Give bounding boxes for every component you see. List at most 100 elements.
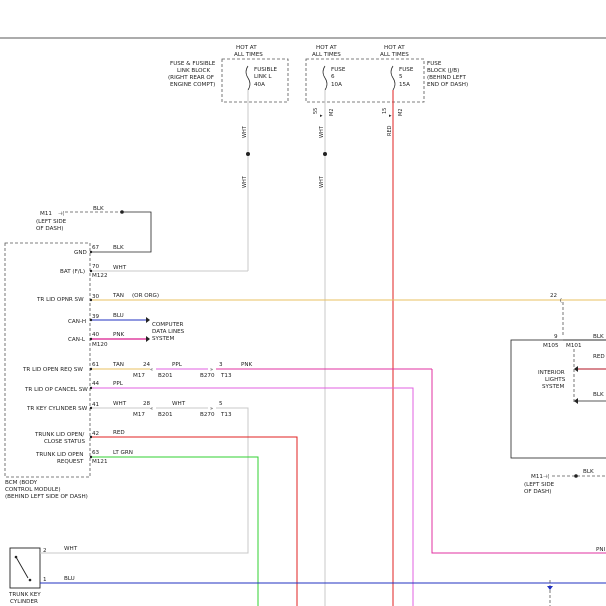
fuse6-amps: 10A (331, 82, 342, 88)
ppl-label-1: PPL (172, 362, 183, 368)
ground-m11-top: M11 (LEFT SIDE OF DASH) ⊣( BLK BLK (36, 206, 152, 253)
wht-splice-1 (246, 152, 250, 156)
conn-t13-b: T13 (220, 412, 232, 418)
fuse6-num: 6 (331, 74, 335, 80)
trunk-key-label-1: TRUNK KEY (8, 592, 41, 598)
conn-t13-a: T13 (220, 373, 232, 379)
can-l-arrow (146, 336, 150, 342)
trunk-key-pin2: 2 (43, 548, 47, 554)
conn-m101: M101 (566, 343, 582, 349)
conn-24: 24 (143, 362, 151, 368)
wht-wire-fusible: WHT WHT (92, 90, 250, 272)
pni-label: PNI (596, 547, 606, 553)
bcm-module: BCM (BODY CONTROL MODULE) (BEHIND LEFT S… (4, 242, 127, 500)
trunk-key-switch (15, 556, 29, 579)
fuse-block-loc-1: FUSE (427, 61, 442, 67)
bcm-pin-trunk-req-label2: REQUEST (57, 459, 84, 465)
wht-label-key2: WHT (172, 401, 186, 407)
fuse6-symbol (322, 65, 328, 91)
red-label-int: RED (593, 354, 605, 360)
conn-b270-a: B270 (200, 373, 215, 379)
pnk-label-can: PNK (113, 332, 125, 338)
trunk-key-box (9, 547, 41, 589)
tan-wire-opnr: TAN (OR ORG) 22 ( (92, 293, 606, 337)
bcm-pin-gnd-num: 67 (92, 245, 100, 251)
wht-label-4: WHT (319, 175, 325, 188)
conn-b201-a: B201 (158, 373, 173, 379)
bcm-pin-can-h-label: CAN-H (68, 319, 86, 325)
blu-label-can: BLU (113, 313, 124, 319)
fusible-link-loc-2: LINK BLOCK (177, 68, 210, 74)
ground-m11b-loc-1: (LEFT SIDE (524, 482, 555, 488)
fuse-block-loc-4: END OF DASH) (427, 82, 468, 88)
fuse-block-box (305, 58, 425, 103)
bcm-pin-bat-num: 70 (92, 264, 100, 270)
fusible-link-name2: LINK L (254, 74, 272, 80)
fusible-link-loc-4: ENGINE COMPT) (170, 82, 215, 88)
fuse-block-loc-3: (BEHIND LEFT (427, 75, 466, 81)
bcm-pin-trunk-req-conn: M121 (92, 459, 108, 465)
bcm-pin-key-cyl-label: TR KEY CYLINDER SW (26, 406, 88, 412)
bcm-pin-trunk-req-num: 63 (92, 450, 100, 456)
computer-data-2: DATA LINES (152, 329, 185, 335)
bcm-pin-can-h-num: 39 (92, 314, 100, 320)
bcm-pin-cancel-label: TR LID OP CANCEL SW (24, 387, 88, 393)
conn-b201-b: B201 (158, 412, 173, 418)
wht-label-3: WHT (319, 125, 325, 138)
interior-lights: 9 M105 M101 BLK INTERIOR LIGHTS SYSTEM R… (510, 334, 606, 459)
ground-m11-conn: M11 (40, 211, 52, 217)
computer-data-3: SYSTEM (152, 336, 174, 342)
fuse6-term-mark: ▸ (320, 113, 323, 119)
fuse6-name: FUSE (331, 67, 346, 73)
fuse6-term: 55 (313, 108, 319, 114)
blk-label-int2: BLK (593, 392, 604, 398)
trunk-req-wire: LT GRN (92, 450, 259, 606)
conn-b270-b: B270 (200, 412, 215, 418)
open-req-wire: TAN 24 M17 B201 « PPL 3 B270 T13 » PNK P… (92, 362, 606, 554)
ground-m11b-loc-2: OF DASH) (524, 489, 551, 495)
conn-3-mark: » (210, 367, 213, 373)
bcm-name-3: (BEHIND LEFT SIDE OF DASH) (5, 494, 88, 500)
ground-m11b-mark: ⊣( (543, 474, 549, 480)
bcm-pin-status-label2: CLOSE STATUS (44, 439, 86, 445)
wht-label-key: WHT (113, 401, 127, 407)
bcm-pin-bat-label: BAT (F/L) (60, 269, 85, 275)
conn-m105: M105 (543, 343, 559, 349)
bcm-pin-tr-lid-opnr-num: 30 (92, 294, 100, 300)
red-label-2: RED (113, 430, 125, 436)
conn-m17-a: M17 (133, 373, 145, 379)
conn-24-mark: « (150, 367, 153, 373)
conn-28-mark: « (150, 406, 153, 412)
blk-label-1: BLK (93, 206, 104, 212)
fuse-block-loc-2: BLOCK (J/B) (427, 68, 459, 74)
ground-m11-bottom: M11 (LEFT SIDE OF DASH) ⊣( BLK (524, 469, 606, 495)
conn-28: 28 (143, 401, 151, 407)
bcm-pin-cancel-num: 44 (92, 381, 100, 387)
bcm-pin-can-l-label: CAN-L (68, 337, 86, 343)
conn-3: 3 (219, 362, 223, 368)
status-wire: RED (92, 430, 298, 606)
fuse6-conn: M2 (329, 109, 335, 117)
trunk-key-cylinder: 2 1 TRUNK KEY CYLINDER BLU (8, 547, 606, 606)
wht-label-2: WHT (242, 175, 248, 188)
interior-label-3: SYSTEM (542, 384, 564, 390)
bcm-name-2: CONTROL MODULE) (5, 487, 61, 493)
blu-label-key: BLU (64, 576, 75, 582)
fuse5-num: 5 (399, 74, 403, 80)
bcm-pin-trunk-req-label: TRUNK LID OPEN (35, 452, 83, 458)
bcm-pin-can-l-num: 40 (92, 332, 100, 338)
fusible-link-name: FUSIBLE (254, 67, 277, 73)
wht-label-bat: WHT (113, 265, 127, 271)
ground-m11b-conn: M11 (531, 474, 543, 480)
bcm-pin-status-label: TRUNK LID OPEN/ (34, 432, 84, 438)
bcm-pin-open-req-label: TR LID OPEN REQ SW (22, 367, 83, 373)
interior-label-2: LIGHTS (545, 377, 566, 383)
wht-splice-2 (323, 152, 327, 156)
trunk-key-label-2: CYLINDER (10, 599, 38, 605)
can-h-arrow (146, 317, 150, 323)
fuse5-amps: 15A (399, 82, 410, 88)
fuse5-hot: HOT AT (384, 45, 405, 51)
tan-or-org-label: (OR ORG) (132, 293, 159, 299)
red-wire-fuse5: RED (387, 90, 394, 606)
